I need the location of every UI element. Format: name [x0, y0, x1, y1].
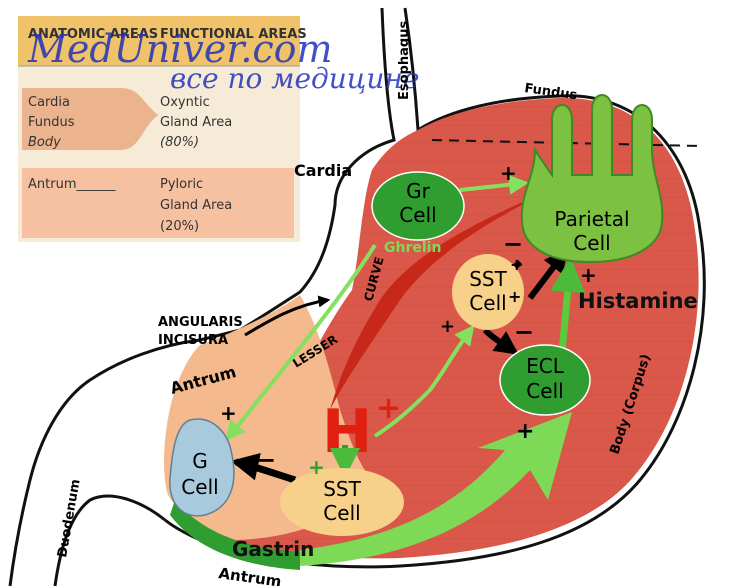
plus-sign-gr-parietal: +	[500, 161, 517, 185]
oxyntic-functional-3: (80%)	[160, 135, 199, 150]
sst-antrum-line2: Cell	[323, 501, 360, 525]
plus-sign-gastrin-ecl: +	[516, 419, 534, 444]
ecl-cell: ECL Cell	[500, 345, 590, 415]
duodenum-label: Duodenum	[55, 478, 84, 559]
angularis-label-1: ANGULARIS	[158, 315, 243, 330]
parietal-cell-line1: Parietal	[554, 207, 629, 231]
oxyntic-functional-2: Gland Area	[160, 115, 232, 130]
histamine-label: Histamine	[578, 289, 698, 313]
sst-cell-antrum: SST Cell	[280, 468, 404, 536]
angularis-label-2: INCISURA	[158, 333, 228, 348]
pyloric-functional-3: (20%)	[160, 219, 199, 234]
cardia-label: Cardia	[294, 161, 352, 180]
gr-cell: Gr Cell	[372, 172, 464, 240]
g-cell: G Cell	[170, 419, 234, 516]
oxyntic-anatomic-3: Body	[28, 135, 61, 150]
ecl-cell-line2: Cell	[526, 379, 563, 403]
ghrelin-label: Ghrelin	[384, 240, 441, 256]
oxyntic-anatomic-2: Fundus	[28, 115, 75, 130]
gr-cell-line2: Cell	[399, 203, 436, 227]
plus-sign-ghrelin-g: +	[220, 401, 237, 425]
minus-sign-sst-ecl: −	[514, 318, 534, 346]
sst-antrum-line1: SST	[323, 477, 361, 501]
g-cell-line2: Cell	[181, 475, 218, 499]
oxyntic-anatomic-1: Cardia	[28, 95, 70, 110]
sst-body-line1: SST	[469, 267, 507, 291]
plus-sign-sst-right: +	[508, 287, 521, 306]
minus-sign-parietal-sst: −	[503, 230, 523, 258]
pyloric-functional-2: Gland Area	[160, 198, 232, 213]
ecl-cell-line1: ECL	[526, 354, 565, 378]
plus-sign-sst-top: +	[510, 255, 523, 274]
pyloric-anatomic: Antrum______	[28, 177, 116, 192]
gastrin-label: Gastrin	[232, 537, 314, 561]
parietal-cell-line2: Cell	[573, 231, 610, 255]
plus-sign-histamine: +	[580, 263, 597, 287]
gr-cell-line1: Gr	[406, 179, 430, 203]
esophagus-label: Esophagus	[397, 21, 412, 100]
watermark-tagline: все по медицине	[170, 62, 419, 95]
plus-sign-acid-antral-sst: +	[308, 455, 325, 479]
minus-sign-sst-g: −	[256, 446, 276, 474]
g-cell-line1: G	[192, 449, 208, 473]
plus-sign-acid-sst: +	[440, 316, 455, 337]
antrum-lower-label: Antrum	[217, 564, 282, 586]
pyloric-functional-1: Pyloric	[160, 177, 203, 192]
oxyntic-functional-1: Oxyntic	[160, 95, 210, 110]
sst-body-line2: Cell	[469, 291, 506, 315]
